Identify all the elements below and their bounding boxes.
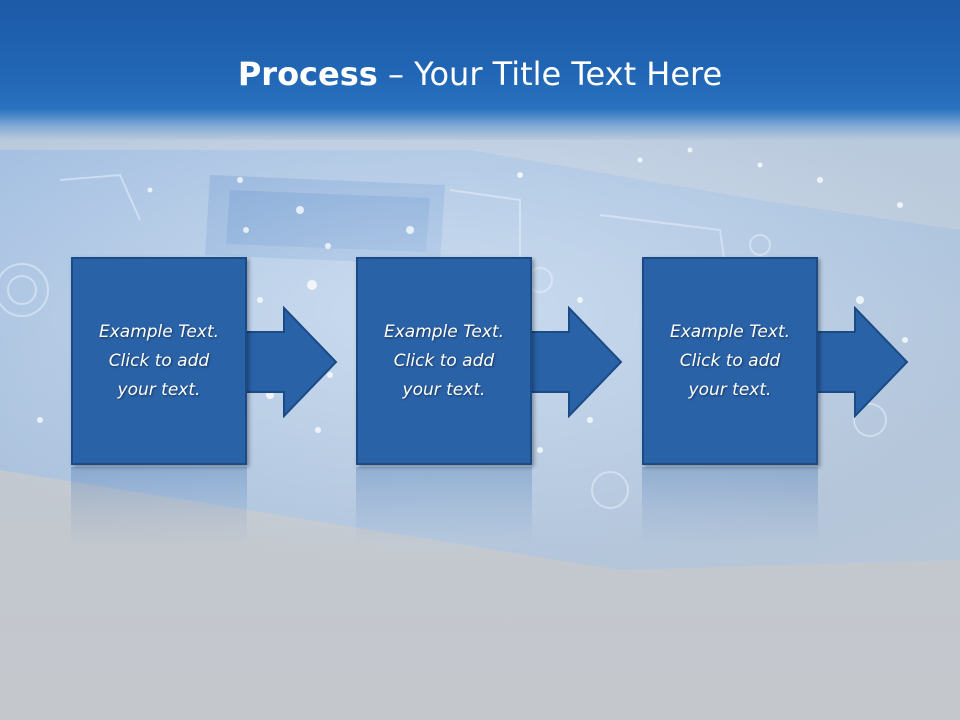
- step-1-reflection: [71, 467, 247, 545]
- title-text: – Your Title Text Here: [377, 55, 723, 93]
- right-arrow-icon: [811, 306, 909, 418]
- step-text-line: Example Text.: [98, 321, 220, 342]
- title-emphasis: Process: [237, 55, 378, 93]
- process-step-3[interactable]: Example Text. Click to add your text.: [642, 257, 818, 465]
- step-text-line: your text.: [402, 379, 486, 400]
- process-step-2[interactable]: Example Text. Click to add your text.: [356, 257, 532, 465]
- title-band: [0, 0, 960, 140]
- step-text-line: Click to add: [393, 350, 495, 371]
- slide-title[interactable]: Process – Your Title Text Here: [0, 52, 960, 96]
- right-arrow-icon: [525, 306, 623, 418]
- right-arrow-icon: [240, 306, 338, 418]
- step-text-line: your text.: [688, 379, 772, 400]
- process-step-1[interactable]: Example Text. Click to add your text.: [71, 257, 247, 465]
- step-text-line: Example Text.: [383, 321, 505, 342]
- step-text-line: Example Text.: [669, 321, 791, 342]
- step-text-line: Click to add: [108, 350, 210, 371]
- step-2-text: Example Text. Click to add your text.: [369, 318, 519, 405]
- step-3-text: Example Text. Click to add your text.: [655, 318, 805, 405]
- step-text-line: your text.: [117, 379, 201, 400]
- step-text-line: Click to add: [679, 350, 781, 371]
- step-2-reflection: [356, 467, 532, 545]
- step-3-reflection: [642, 467, 818, 545]
- step-1-text: Example Text. Click to add your text.: [84, 318, 234, 405]
